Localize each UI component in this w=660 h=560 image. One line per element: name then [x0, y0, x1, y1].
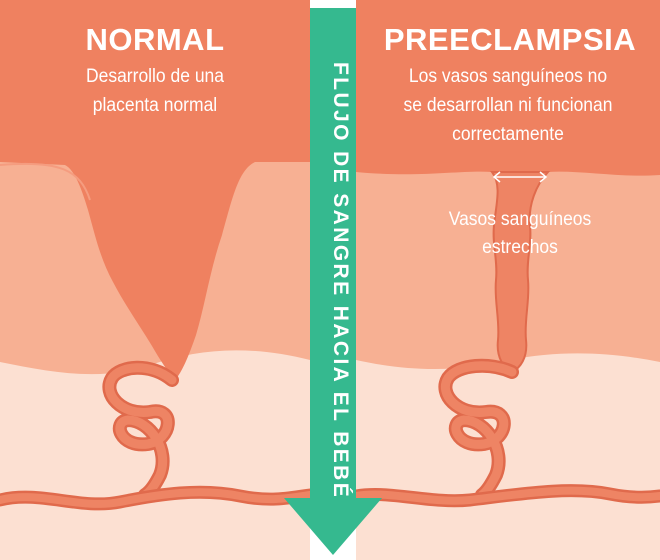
right-panel-description-3: correctamente	[368, 120, 648, 149]
left-panel-title: NORMAL	[30, 22, 280, 58]
narrow-vessels-label-2: estrechos	[400, 234, 639, 262]
left-panel-description-2: placenta normal	[22, 91, 289, 120]
narrow-vessels-label-1: Vasos sanguíneos	[400, 206, 639, 234]
left-panel-description-1: Desarrollo de una	[22, 62, 289, 91]
right-panel-description-1: Los vasos sanguíneos no	[368, 62, 648, 91]
right-panel-description-2: se desarrollan ni funcionan	[368, 91, 648, 120]
right-panel-title: PREECLAMPSIA	[362, 22, 658, 58]
blood-flow-label: FLUJO DE SANGRE HACIA EL BEBÉ	[312, 62, 352, 502]
